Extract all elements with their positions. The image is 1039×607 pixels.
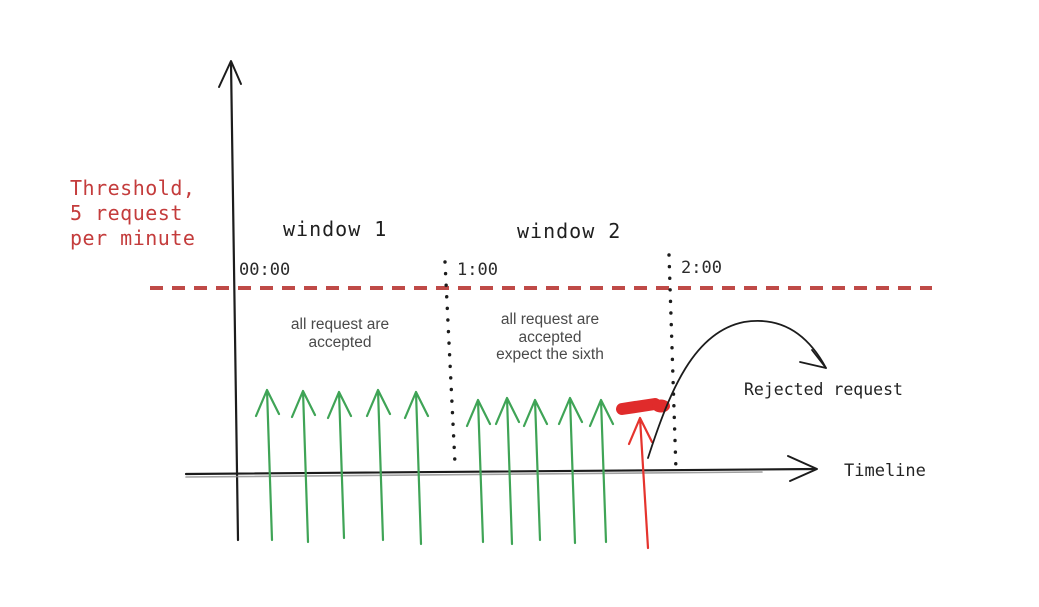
accepted-request-arrow	[557, 396, 584, 545]
accepted-request-arrow	[403, 390, 430, 546]
accepted-request-arrow	[494, 396, 521, 546]
window1-note: all request are accepted	[290, 316, 390, 351]
accepted-request-arrow	[465, 398, 492, 544]
rejected-pointer-arrow	[647, 320, 827, 459]
accepted-request-arrow	[326, 390, 353, 540]
rejected-pointer-curve	[647, 320, 827, 459]
accepted-request-arrow	[290, 389, 317, 544]
y-axis-line	[229, 60, 240, 542]
rejected-request-arrow	[627, 416, 654, 550]
accepted-request-arrow	[522, 398, 549, 542]
y-axis-arrowhead-icon	[218, 60, 242, 88]
rejection-mark	[616, 398, 670, 415]
time-marker-0100: 1:00	[457, 260, 498, 280]
threshold-label: Threshold, 5 request per minute	[70, 176, 196, 250]
window-divider-2	[667, 253, 678, 473]
window2-accepted-arrows	[465, 396, 615, 546]
time-marker-0200: 2:00	[681, 258, 722, 278]
window1-label: window 1	[283, 217, 388, 241]
rejection-mark-stroke	[616, 398, 661, 415]
timeline-label: Timeline	[844, 461, 926, 481]
window-divider-1	[443, 260, 457, 466]
timeline-axis-line	[184, 467, 818, 476]
y-axis	[218, 60, 242, 542]
window1-accepted-arrows	[254, 388, 430, 546]
timeline-axis-shadow-line	[185, 471, 763, 478]
window2-note: all request are accepted expect the sixt…	[496, 311, 604, 363]
timeline-arrowhead-icon	[787, 455, 818, 482]
accepted-request-arrow	[588, 398, 615, 544]
accepted-request-arrow	[254, 388, 281, 542]
rejected-request-label: Rejected request	[744, 380, 903, 399]
window2-label: window 2	[517, 219, 622, 243]
accepted-request-arrow	[365, 388, 392, 542]
time-marker-0000: 00:00	[239, 260, 291, 280]
timeline-axis	[184, 455, 818, 482]
rejected-pointer-arrowhead-icon	[799, 349, 827, 369]
